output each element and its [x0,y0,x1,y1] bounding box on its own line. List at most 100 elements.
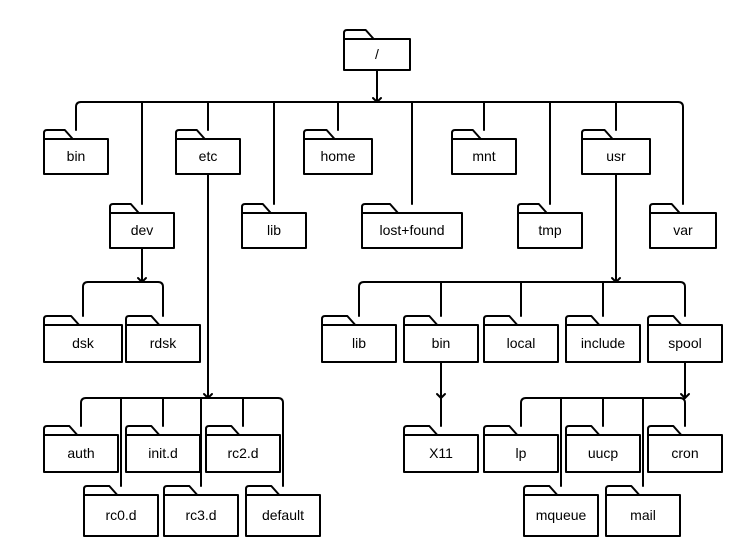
folder-label: rc2.d [227,445,258,461]
folder-lib: lib [241,203,307,249]
folder-mqueue: mqueue [523,485,599,537]
folder-rc3-d: rc3.d [163,485,239,537]
folder-label: rc0.d [105,507,136,523]
folder-icon [83,485,159,537]
folder-label: include [581,335,626,351]
connector-drop [82,281,89,317]
folder-icon [605,485,681,537]
folder-icon [163,485,239,537]
folder-home: home [303,129,373,175]
folder-icon [125,425,201,473]
connector-drop [75,101,82,131]
folder-label: dsk [72,335,95,351]
connector-drop [157,281,164,317]
folder-label: lib [352,335,366,351]
folder-label: var [673,222,693,238]
folder-tmp: tmp [517,203,583,249]
folder-icon [125,315,201,363]
folder-label: bin [432,335,451,351]
folder-icon [109,203,175,249]
folder-usr: usr [581,129,651,175]
folder-label: cron [671,445,698,461]
folder-icon [43,129,109,175]
connector-usr-bin [436,361,446,427]
folder-icon [483,315,559,363]
connector-drop [80,397,87,427]
folder-icon [321,315,397,363]
folder-icon [483,425,559,473]
folder-rc0-d: rc0.d [83,485,159,537]
connector-drop [277,397,284,487]
folder-etc: etc [175,129,241,175]
folder-icon [303,129,373,175]
folder-icon [241,203,307,249]
folder-dev: dev [109,203,175,249]
folder-label: tmp [538,222,562,238]
folder-usr-bin: bin [403,315,479,363]
folder-icon [245,485,321,537]
folder-label: auth [67,445,94,461]
folder-lp: lp [483,425,559,473]
folder-label: / [375,46,379,62]
folder-label: uucp [588,445,619,461]
folder-usr-include: include [565,315,641,363]
folder-label: local [507,335,536,351]
folder-label: X11 [429,445,453,461]
folder-label: init.d [148,445,178,461]
folder-rc2-d: rc2.d [205,425,281,473]
folder-icon [647,425,723,473]
connector-drop [679,281,686,317]
connector-etc [80,173,284,487]
folder-x11: X11 [403,425,479,473]
connector-drop [358,281,365,317]
folder-auth: auth [43,425,119,473]
folder-lost-found: lost+found [361,203,463,249]
folder-label: mnt [472,148,495,164]
folder-bin: bin [43,129,109,175]
folder-root: / [343,29,411,71]
folder-icon [43,315,123,363]
connector-drop [520,397,527,427]
connector-dev [82,247,164,317]
connector-drop [677,101,684,205]
folder-label: default [262,507,304,523]
folder-label: rc3.d [185,507,216,523]
folder-icon [517,203,583,249]
folder-label: bin [67,148,86,164]
folder-icon [451,129,517,175]
folder-label: usr [606,148,626,164]
folder-rdsk: rdsk [125,315,201,363]
folder-icon [343,29,411,71]
folder-init-d: init.d [125,425,201,473]
folder-mail: mail [605,485,681,537]
folder-label: home [320,148,355,164]
connector-drop [679,397,686,427]
folder-label: lp [516,445,527,461]
folder-icon [43,425,119,473]
folder-label: lost+found [380,222,445,238]
connector-junction [680,393,690,399]
connector-junction [203,393,213,399]
connector-usr-spool [520,361,690,487]
folder-nodes: / bin dev etc lib home lost+found mnt tmp usr var d… [43,29,723,537]
connector-lines [75,69,690,487]
folder-label: lib [267,222,281,238]
folder-uucp: uucp [565,425,641,473]
folder-icon [581,129,651,175]
connector-junction [436,393,446,399]
folder-cron: cron [647,425,723,473]
folder-dsk: dsk [43,315,123,363]
folder-usr-lib: lib [321,315,397,363]
folder-icon [565,315,641,363]
folder-icon [647,315,723,363]
folder-label: etc [199,148,218,164]
connector-usr [358,173,686,317]
folder-mnt: mnt [451,129,517,175]
folder-label: mail [630,507,656,523]
folder-icon [361,203,463,249]
folder-icon [403,425,479,473]
connector-junction [137,277,147,283]
folder-icon [205,425,281,473]
